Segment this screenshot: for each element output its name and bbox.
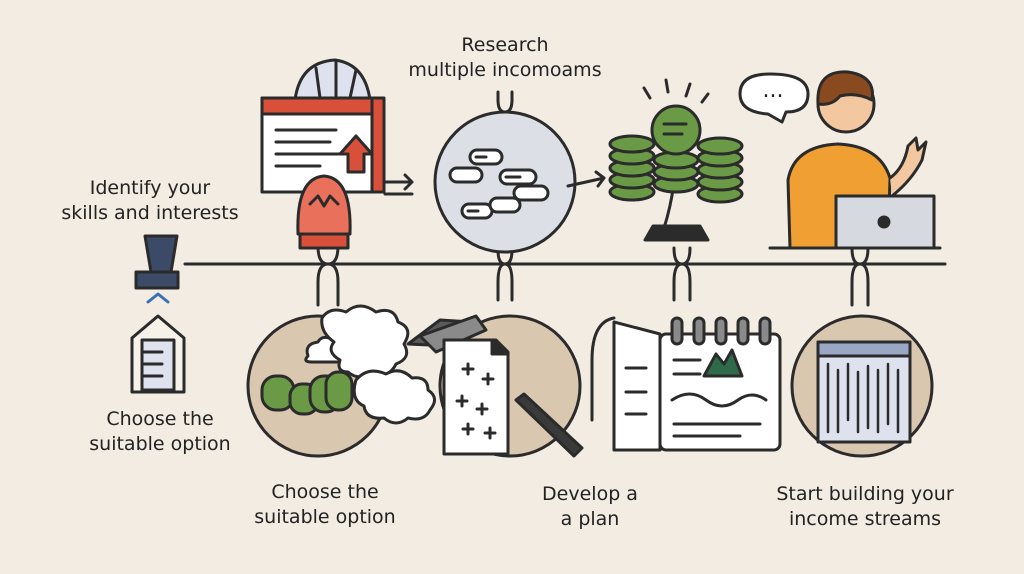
stand-icon (134, 234, 180, 304)
income-streams-circle (790, 314, 934, 458)
connector-2 (496, 90, 514, 302)
building-icon (130, 314, 186, 394)
label-choose-left: Choose the suitable option (89, 408, 231, 455)
person-laptop-icon (768, 70, 942, 250)
connector-3 (672, 246, 692, 302)
label-research: Research multiple incomoams (408, 34, 602, 81)
label-identify: Identify your skills and interests (61, 177, 239, 224)
money-tree-icon (608, 78, 744, 242)
connector-1 (316, 244, 340, 307)
label-start: Start building your income streams (776, 483, 954, 530)
dashboard-window-icon (260, 58, 414, 196)
alarm-light-icon (296, 174, 352, 250)
speech-bubble-dots: ... (762, 78, 784, 103)
speech-bubble-icon (738, 72, 810, 124)
label-choose-center: Choose the suitable option (254, 481, 396, 528)
smoke-cloud (320, 304, 436, 425)
label-develop: Develop a a plan (542, 483, 638, 530)
connector-4 (850, 246, 870, 307)
document-circle (406, 314, 584, 458)
research-circle (433, 110, 606, 254)
planner-icon (590, 316, 782, 452)
